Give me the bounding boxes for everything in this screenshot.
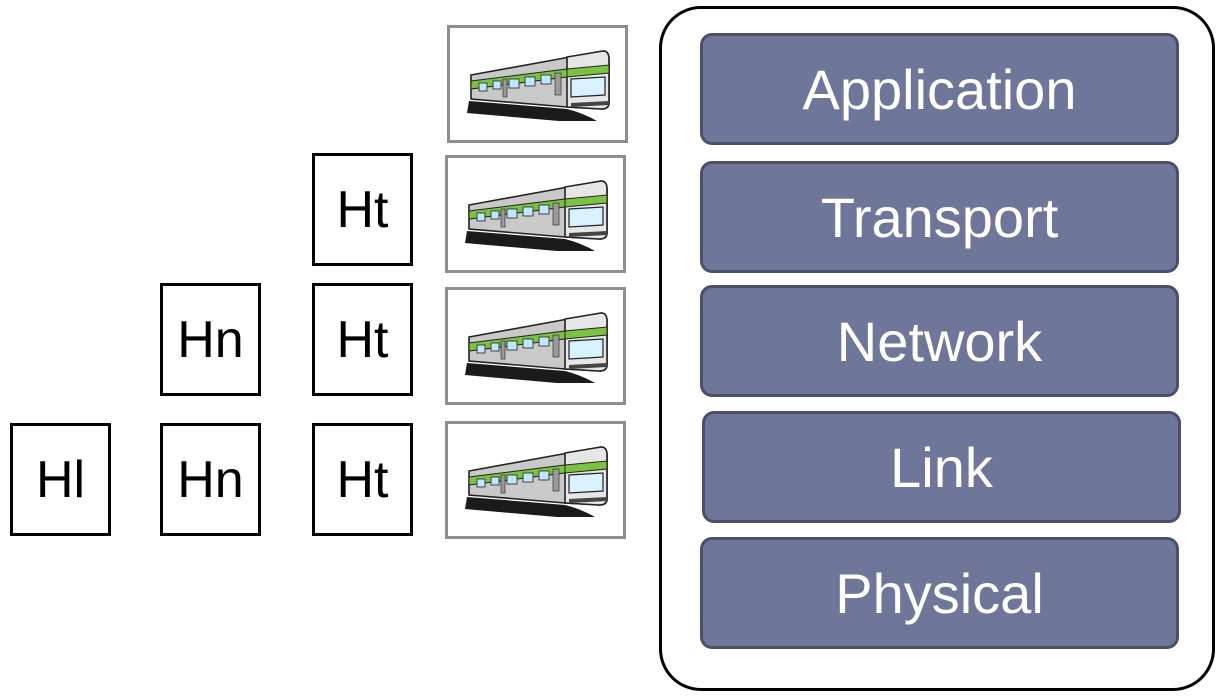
protocol-stack: Application Transport Network Link Physi… bbox=[659, 6, 1215, 691]
layer-transport: Transport bbox=[700, 161, 1179, 273]
link-header-box: Hl bbox=[10, 423, 111, 536]
layer-application: Application bbox=[700, 33, 1179, 145]
network-header-box: Hn bbox=[160, 423, 261, 536]
layer-link: Link bbox=[702, 411, 1181, 523]
payload-box-transport bbox=[445, 155, 626, 273]
payload-box-link bbox=[445, 421, 626, 539]
payload-box-network bbox=[445, 287, 626, 405]
train-icon bbox=[465, 50, 610, 122]
transport-header-box: Ht bbox=[312, 153, 413, 266]
network-header-box: Hn bbox=[160, 283, 261, 396]
layer-network: Network bbox=[700, 285, 1179, 397]
transport-header-box: Ht bbox=[312, 423, 413, 536]
train-icon bbox=[463, 312, 608, 384]
payload-box-application bbox=[447, 25, 628, 143]
transport-header-box: Ht bbox=[312, 283, 413, 396]
train-icon bbox=[463, 446, 608, 518]
train-icon bbox=[463, 180, 608, 252]
layer-physical: Physical bbox=[700, 537, 1179, 649]
